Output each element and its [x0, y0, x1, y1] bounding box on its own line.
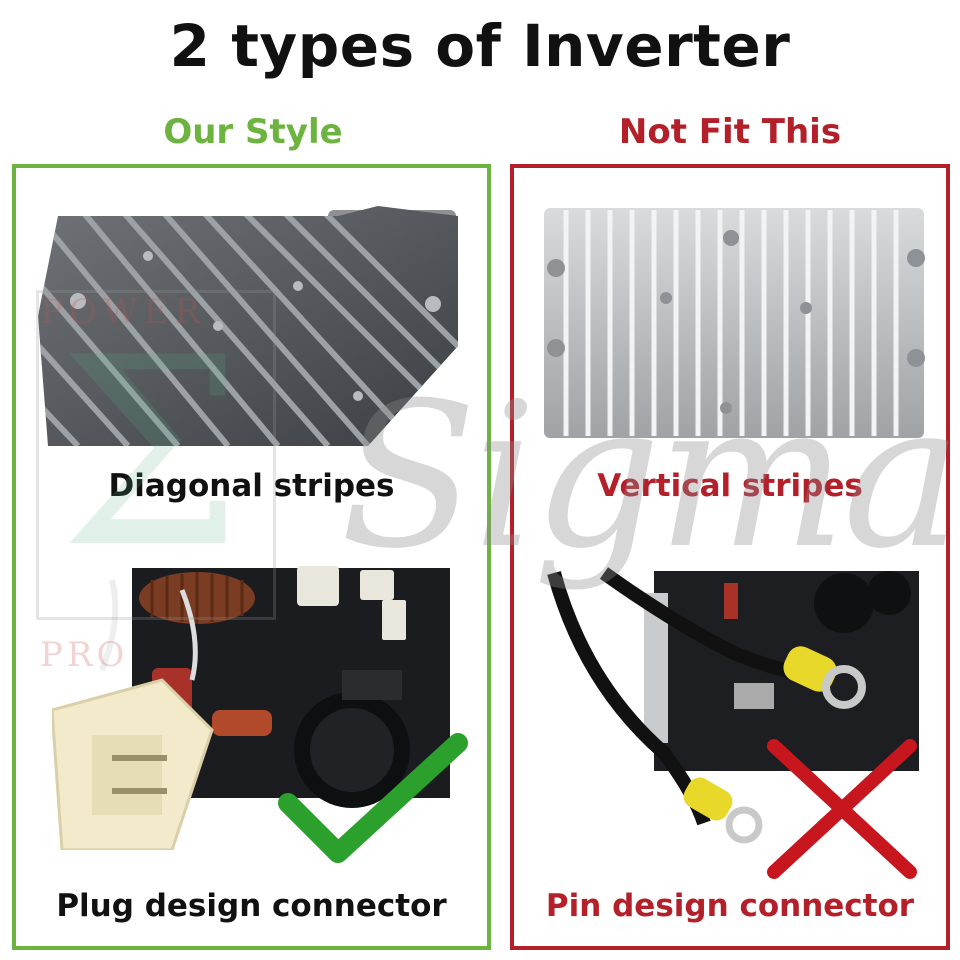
diagonal-heatsink-image — [38, 196, 458, 446]
not-fit-panel: Vertical stripes Pin design connector — [510, 164, 950, 950]
check-mark-icon — [278, 733, 468, 873]
plug-design-caption: Plug design connector — [56, 888, 447, 924]
diagonal-stripes-caption: Diagonal stripes — [108, 468, 395, 504]
not-fit-label: Not Fit This — [618, 112, 842, 152]
vertical-heatsink-image — [526, 198, 936, 448]
plug-connector-board-image — [52, 560, 452, 850]
our-style-panel: Diagonal stripes — [12, 164, 491, 950]
pin-design-caption: Pin design connector — [545, 888, 915, 924]
vertical-stripes-caption: Vertical stripes — [597, 468, 863, 504]
cross-mark-icon — [762, 734, 922, 884]
our-style-label: Our Style — [163, 112, 343, 152]
page-title: 2 types of Inverter — [169, 12, 791, 80]
pin-connector-board-image — [544, 563, 924, 863]
